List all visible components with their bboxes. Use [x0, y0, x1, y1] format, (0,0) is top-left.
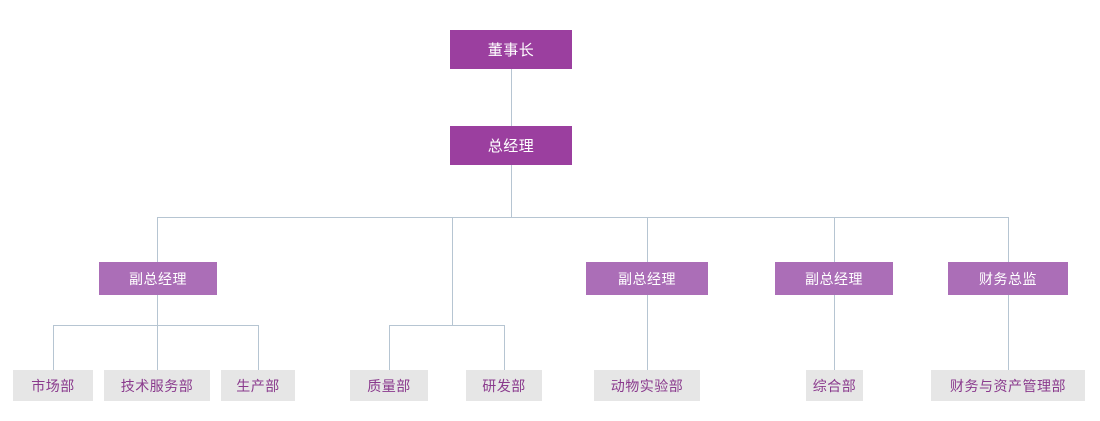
connector-vp1-down	[157, 295, 158, 326]
connector-bus-to-vp3	[647, 217, 648, 262]
node-dept-quality[interactable]: 质量部	[350, 370, 428, 401]
node-dept-quality-label: 质量部	[367, 378, 411, 395]
node-cfo[interactable]: 财务总监	[948, 262, 1068, 295]
connector-to-dept-animal-lab	[647, 295, 648, 370]
connector-to-dept-quality	[389, 325, 390, 370]
node-dept-production-label: 生产部	[236, 378, 280, 395]
node-vp2[interactable]: 副总经理	[586, 262, 708, 295]
node-dept-tech-service-label: 技术服务部	[120, 378, 194, 395]
node-vp3[interactable]: 副总经理	[775, 262, 893, 295]
connector-to-dept-rd	[504, 325, 505, 370]
node-dept-tech-service[interactable]: 技术服务部	[104, 370, 210, 401]
node-dept-general-affairs-label: 综合部	[812, 378, 857, 395]
connector-bus-to-cfo	[1008, 217, 1009, 262]
node-vp3-label: 副总经理	[805, 271, 863, 288]
node-cfo-label: 财务总监	[979, 271, 1037, 288]
node-dept-production[interactable]: 生产部	[221, 370, 295, 401]
node-dept-finance-asset-label: 财务与资产管理部	[950, 378, 1066, 395]
connector-bus-to-vp4	[834, 217, 835, 262]
node-vp1-label: 副总经理	[129, 271, 187, 288]
connector-to-dept-finance-asset	[1008, 295, 1009, 370]
node-dept-marketing-label: 市场部	[31, 378, 75, 395]
node-dept-general-affairs[interactable]: 综合部	[806, 370, 863, 401]
connector-bus-to-vp2-stem	[452, 217, 453, 325]
node-dept-marketing[interactable]: 市场部	[13, 370, 93, 401]
connector-to-dept-general-affairs	[834, 295, 835, 370]
connector-vp2-sub-bus	[389, 325, 505, 326]
connector-main-bus	[157, 217, 1009, 218]
node-general-manager-label: 总经理	[487, 137, 535, 155]
node-vp2-label: 副总经理	[618, 271, 676, 288]
connector-to-dept-tech-service	[157, 325, 158, 370]
connector-chairman-to-gm	[511, 69, 512, 126]
connector-to-dept-marketing	[53, 325, 54, 370]
node-dept-animal-lab[interactable]: 动物实验部	[594, 370, 700, 401]
connector-vp1-sub-bus	[53, 325, 259, 326]
node-dept-finance-asset[interactable]: 财务与资产管理部	[931, 370, 1085, 401]
node-dept-animal-lab-label: 动物实验部	[610, 378, 684, 395]
node-vp1[interactable]: 副总经理	[99, 262, 217, 295]
node-chairman-label: 董事长	[487, 41, 535, 59]
node-dept-rd[interactable]: 研发部	[466, 370, 542, 401]
node-general-manager[interactable]: 总经理	[450, 126, 572, 165]
node-dept-rd-label: 研发部	[482, 378, 526, 395]
node-chairman[interactable]: 董事长	[450, 30, 572, 69]
connector-to-dept-production	[258, 325, 259, 370]
connector-bus-to-vp1	[157, 217, 158, 262]
connector-gm-down	[511, 159, 512, 217]
